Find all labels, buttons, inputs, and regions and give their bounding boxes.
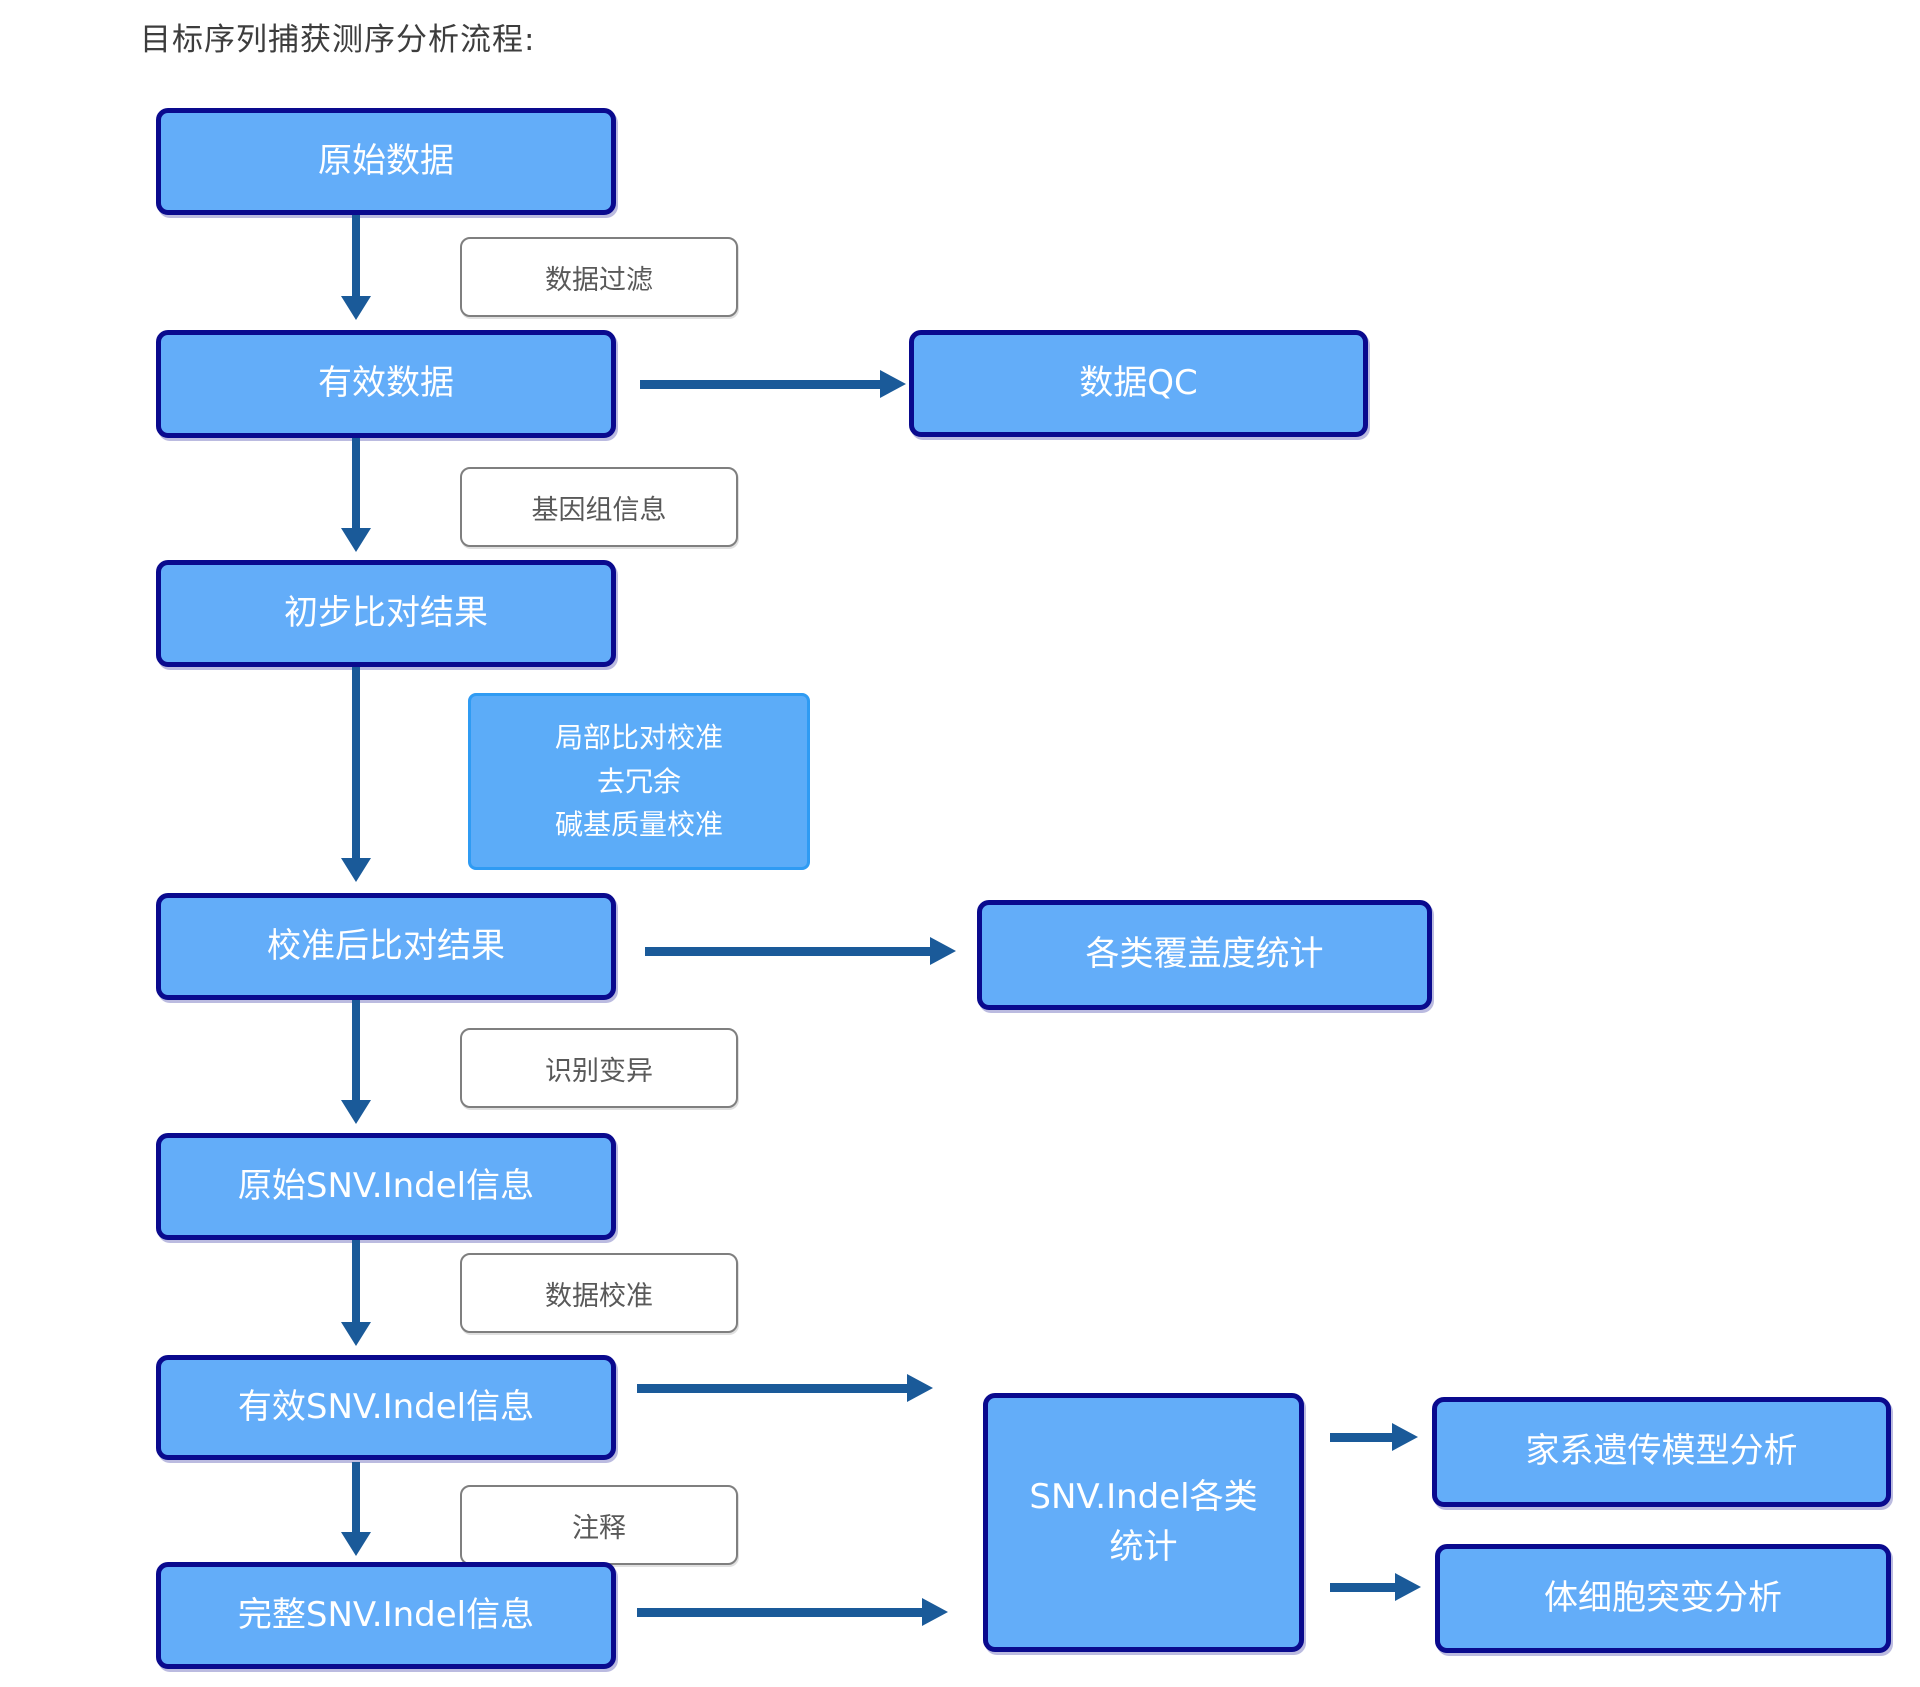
step-label-genome-info: 基因组信息: [460, 467, 738, 547]
output-data-qc-label: 数据QC: [1079, 362, 1198, 403]
output-snv-indel-stats-label: SNV.Indel各类统计: [1029, 1477, 1258, 1567]
node-raw-data: 原始数据: [156, 108, 616, 215]
node-valid-snv-indel: 有效SNV.Indel信息: [156, 1355, 616, 1460]
output-coverage-stats: 各类覆盖度统计: [977, 900, 1432, 1010]
node-raw-data-label: 原始数据: [318, 140, 454, 181]
node-valid-snv-indel-label: 有效SNV.Indel信息: [237, 1386, 535, 1427]
process-note-line-1: 局部比对校准: [554, 721, 723, 755]
output-coverage-stats-label: 各类覆盖度统计: [1085, 934, 1324, 975]
step-label-data-calibration-text: 数据校准: [545, 1280, 653, 1312]
node-raw-snv-indel-label: 原始SNV.Indel信息: [237, 1165, 535, 1206]
node-raw-snv-indel: 原始SNV.Indel信息: [156, 1133, 616, 1240]
output-pedigree-analysis: 家系遗传模型分析: [1432, 1397, 1891, 1507]
output-somatic-analysis: 体细胞突变分析: [1435, 1544, 1891, 1653]
page-title: 目标序列捕获测序分析流程:: [140, 22, 536, 58]
step-label-data-calibration: 数据校准: [460, 1253, 738, 1333]
process-note-realignment: 局部比对校准 去冗余 碱基质量校准: [468, 693, 810, 870]
node-calibrated-alignment-label: 校准后比对结果: [267, 925, 505, 966]
step-label-variant-calling: 识别变异: [460, 1028, 738, 1108]
step-label-genome-info-text: 基因组信息: [531, 494, 667, 526]
node-complete-snv-indel-label: 完整SNV.Indel信息: [237, 1594, 535, 1635]
node-clean-data-label: 有效数据: [318, 363, 454, 404]
step-label-annotation: 注释: [460, 1485, 738, 1565]
step-label-annotation-text: 注释: [572, 1512, 626, 1544]
process-note-line-3: 碱基质量校准: [554, 808, 723, 842]
node-complete-snv-indel: 完整SNV.Indel信息: [156, 1562, 616, 1669]
output-somatic-analysis-label: 体细胞突变分析: [1544, 1577, 1782, 1618]
output-pedigree-analysis-label: 家系遗传模型分析: [1525, 1431, 1798, 1472]
node-calibrated-alignment: 校准后比对结果: [156, 893, 616, 1000]
step-label-data-filter-text: 数据过滤: [545, 264, 653, 296]
output-snv-indel-stats: SNV.Indel各类统计: [983, 1393, 1304, 1652]
step-label-variant-calling-text: 识别变异: [545, 1055, 653, 1087]
node-clean-data: 有效数据: [156, 330, 616, 438]
process-note-line-2: 去冗余: [596, 764, 681, 798]
node-initial-alignment: 初步比对结果: [156, 560, 616, 667]
output-data-qc: 数据QC: [909, 330, 1368, 437]
node-initial-alignment-label: 初步比对结果: [284, 592, 488, 633]
step-label-data-filter: 数据过滤: [460, 237, 738, 317]
